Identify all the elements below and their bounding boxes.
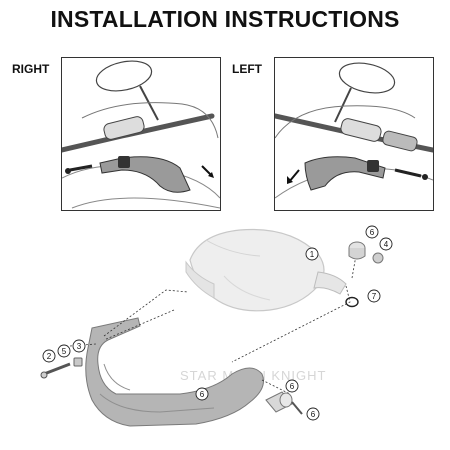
svg-text:2: 2	[47, 352, 52, 361]
switch-housing	[103, 116, 145, 140]
svg-text:1: 1	[310, 250, 315, 259]
screw-head	[422, 174, 428, 180]
svg-text:6: 6	[290, 382, 295, 391]
grip	[382, 130, 418, 152]
left-side-label: LEFT	[232, 62, 262, 76]
bar-end-spacer	[118, 156, 130, 168]
exploded-parts-diagram: STAR MOON KNIGHT	[40, 225, 393, 427]
right-side-label: RIGHT	[12, 62, 50, 76]
callout-shield: 1	[305, 247, 319, 261]
svg-text:3: 3	[77, 342, 82, 351]
right-install-panel	[61, 57, 221, 211]
svg-text:6: 6	[200, 390, 205, 399]
screw-head	[65, 168, 71, 174]
bar-end-screw-bottom	[291, 401, 303, 415]
callout-insert-bottom: 6	[306, 407, 320, 421]
callout-insert-top: 4	[379, 237, 393, 251]
left-install-panel	[274, 57, 434, 211]
mounting-screw	[40, 362, 71, 379]
svg-text:4: 4	[384, 240, 389, 249]
handguard-bracket	[99, 156, 191, 193]
assembly-guides	[69, 243, 359, 395]
right-handlebar-illustration	[62, 60, 220, 209]
callout-bracket: 6	[195, 387, 209, 401]
bar-end-weight-top	[348, 241, 366, 260]
callout-screw: 2	[42, 349, 56, 363]
mirror-stem	[334, 87, 352, 123]
svg-text:6: 6	[370, 228, 375, 237]
washer	[73, 357, 83, 367]
o-ring	[345, 296, 359, 308]
page-title: INSTALLATION INSTRUCTIONS	[50, 6, 400, 32]
lever	[275, 105, 416, 139]
mirror-head	[95, 60, 153, 92]
callout-bar-end-top: 6	[365, 225, 379, 239]
bar-end-spacer	[367, 160, 379, 172]
callout-spacer: 3	[72, 339, 86, 353]
handguard-bracket	[85, 317, 264, 427]
svg-text:5: 5	[62, 347, 67, 356]
mirror-head	[338, 62, 396, 94]
callout-bar-end-bottom: 6	[285, 379, 299, 393]
rubber-insert-top	[372, 252, 384, 264]
switch-housing	[340, 118, 382, 142]
callout-washer: 5	[57, 344, 71, 358]
left-handlebar-illustration	[275, 62, 433, 199]
handguard-bracket	[304, 156, 386, 191]
bar-end-weight-bottom	[265, 391, 293, 413]
lever	[81, 102, 219, 139]
svg-text:6: 6	[311, 410, 316, 419]
hand-shield	[185, 228, 347, 312]
svg-text:7: 7	[372, 292, 377, 301]
callout-o-ring: 7	[367, 289, 381, 303]
